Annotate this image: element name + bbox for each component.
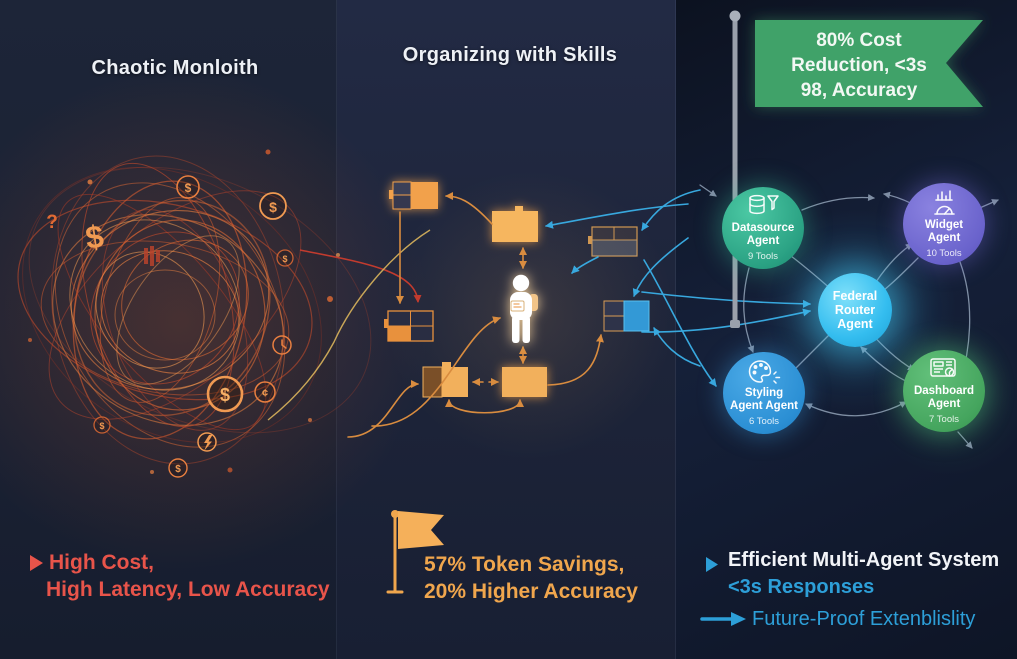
dollar-badge-icon: $	[93, 416, 111, 434]
agent-tools: 10 Tools	[926, 248, 962, 259]
svg-text:$: $	[282, 254, 287, 264]
svg-text:$: $	[175, 464, 181, 475]
person-figure	[510, 274, 538, 343]
clock-icon	[272, 335, 292, 355]
middle-caption-line1: 57% Token Savings,	[424, 553, 625, 576]
svg-text:$: $	[269, 199, 277, 215]
banner-line: 98, Accuracy	[800, 80, 918, 101]
left-caption-line2: High Latency, Low Accuracy	[46, 578, 330, 601]
blue-arrow-icon	[700, 612, 746, 626]
skill-box	[384, 310, 434, 342]
agent-tools: 9 Tools	[748, 251, 778, 262]
bars-gauge-icon	[928, 189, 960, 217]
panel-divider	[336, 0, 337, 659]
agent-name: Widget Agent	[924, 219, 964, 244]
right-caption-headline: Efficient Multi-Agent System	[728, 549, 1000, 571]
lightning-icon	[197, 432, 217, 452]
federal-router-agent-node: Federal Router Agent	[818, 273, 892, 347]
dollar-badge-icon: $	[168, 458, 188, 478]
right-caption-subline: <3s Responses	[728, 576, 875, 598]
skill-box-blue	[603, 300, 650, 332]
banner-pole	[729, 10, 741, 328]
dollar-icon: $	[83, 218, 106, 256]
dollar-badge-icon: $	[259, 192, 287, 220]
middle-caption-line2: 20% Higher Accuracy	[424, 580, 638, 603]
datasource-agent-node: Datasource Agent 9 Tools	[722, 187, 804, 269]
agent-name: Styling Agent Agent	[730, 387, 798, 412]
dashboard-icon	[928, 357, 960, 383]
dollar-badge-icon: $	[176, 175, 200, 199]
agent-tools: 6 Tools	[749, 416, 779, 427]
svg-text:$: $	[99, 421, 104, 431]
flow-arrows-orange	[347, 192, 604, 438]
skill-box	[389, 181, 438, 210]
agent-name: Federal Router Agent	[832, 289, 878, 331]
blue-triangle-bullet	[706, 557, 718, 572]
flow-arrows-blue	[545, 189, 811, 387]
svg-text:$: $	[185, 181, 192, 195]
skill-flow-boxes	[384, 181, 650, 398]
banner-line: 80% Cost	[816, 30, 902, 51]
dollar-badge-icon: $	[276, 249, 294, 267]
milestone-flag-icon	[386, 510, 444, 594]
question-icon: ?	[46, 212, 58, 233]
banner-line: Reduction, <3s	[791, 55, 927, 76]
dashboard-agent-node: Dashboard Agent 7 Tools	[903, 350, 985, 432]
agent-tools: 7 Tools	[929, 414, 959, 425]
agent-name: Datasource Agent	[731, 222, 795, 247]
skill-box	[502, 367, 547, 397]
chaos-icons: ? $ $ $ $ ¢ $ $	[46, 175, 294, 478]
left-caption: High Cost, High Latency, Low Accuracy	[46, 549, 330, 603]
agent-name: Dashboard Agent	[913, 385, 975, 410]
palette-icon	[747, 359, 781, 385]
skill-box	[492, 206, 538, 242]
widget-agent-node: Widget Agent 10 Tools	[903, 183, 985, 265]
panel-divider	[675, 0, 676, 659]
bars-icon	[144, 246, 160, 266]
chaos-scribble	[17, 149, 372, 474]
middle-panel-title: Organizing with Skills	[402, 44, 618, 66]
middle-caption: 57% Token Savings, 20% Higher Accuracy	[424, 551, 638, 605]
yellow-connector-line	[267, 229, 431, 421]
styling-agent-node: Styling Agent Agent 6 Tools	[723, 352, 805, 434]
svg-text:$: $	[220, 385, 230, 405]
cent-badge-icon: ¢	[254, 381, 276, 403]
red-triangle-bullet	[30, 555, 43, 571]
banner-text: 80% Cost Reduction, <3s 98, Accuracy	[760, 28, 958, 103]
svg-text:¢: ¢	[262, 388, 268, 400]
banner-ribbon	[755, 20, 983, 107]
red-connector-line	[299, 249, 422, 303]
left-panel-title: Chaotic Monloith	[91, 57, 259, 79]
database-funnel-icon	[746, 194, 780, 220]
dollar-badge-icon: $	[206, 375, 244, 413]
right-caption-extensibility: Future-Proof Extenblislity	[752, 608, 976, 630]
skill-box-outline	[588, 226, 638, 257]
left-caption-line1: High Cost,	[49, 551, 154, 574]
